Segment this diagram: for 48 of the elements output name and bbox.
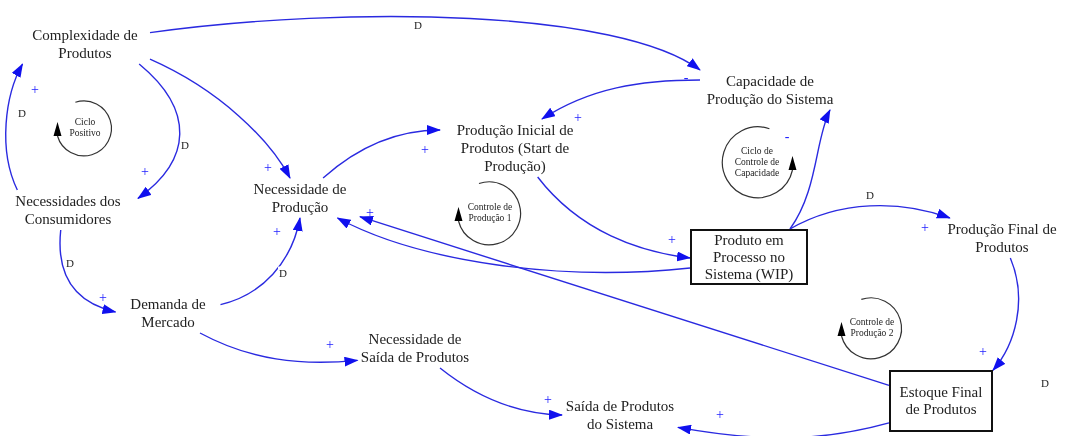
polarity-sign: - <box>783 129 791 145</box>
stock-box: Estoque Final de Produtos <box>889 370 993 432</box>
polarity-sign: + <box>920 220 930 236</box>
causal-arrow <box>336 217 691 273</box>
polarity-sign: + <box>543 392 553 408</box>
variable-label: Necessidades dos Consumidores <box>0 190 138 230</box>
polarity-sign: + <box>978 344 988 360</box>
polarity-sign: - <box>682 70 690 86</box>
variable-label: Saída de Produtos do Sistema <box>562 395 678 435</box>
polarity-sign: + <box>365 205 375 221</box>
loop-indicator: Ciclo Positivo <box>56 99 114 157</box>
causal-arrow <box>536 176 691 262</box>
polarity-sign: + <box>420 142 430 158</box>
polarity-sign: + <box>98 290 108 306</box>
causal-arrow <box>677 422 890 436</box>
causal-arrow <box>992 257 1020 371</box>
polarity-sign: + <box>715 407 725 423</box>
polarity-sign: + <box>667 232 677 248</box>
causal-arrow <box>199 332 359 367</box>
delay-mark: D <box>1040 376 1050 390</box>
polarity-sign: + <box>30 82 40 98</box>
loop-indicator: Controle de Produção 2 <box>840 296 904 360</box>
polarity-sign: + <box>263 160 273 176</box>
causal-arrow <box>59 229 117 314</box>
causal-arrow <box>149 16 701 71</box>
causal-arrow <box>789 204 951 230</box>
polarity-sign: + <box>272 224 282 240</box>
variable-label: Complexidade de Produtos <box>20 24 150 64</box>
loop-indicator: Controle de Produção 1 <box>457 180 523 246</box>
polarity-sign: + <box>573 110 583 126</box>
variable-label: Necessidade de Saída de Produtos <box>357 328 473 368</box>
polarity-sign: + <box>140 164 150 180</box>
causal-arrow <box>149 58 291 179</box>
causal-arrow <box>541 79 701 120</box>
causal-arrow <box>137 63 181 200</box>
edge-label: D <box>278 266 288 280</box>
variable-label: Necessidade de Produção <box>240 178 360 218</box>
variable-label: Demanda de Mercado <box>115 293 221 333</box>
variable-label: Capacidade de Produção do Sistema <box>700 70 840 110</box>
causal-arrow <box>322 125 441 179</box>
variable-label: Produção Final de Produtos <box>934 218 1070 258</box>
causal-arrow <box>359 215 890 387</box>
causal-arrow <box>5 63 24 191</box>
causal-arrow <box>219 217 302 306</box>
stock-box: Produto em Processo no Sistema (WIP) <box>690 229 808 285</box>
causal-arrow <box>439 367 563 420</box>
causal-arrow <box>789 109 831 230</box>
polarity-sign: + <box>325 337 335 353</box>
